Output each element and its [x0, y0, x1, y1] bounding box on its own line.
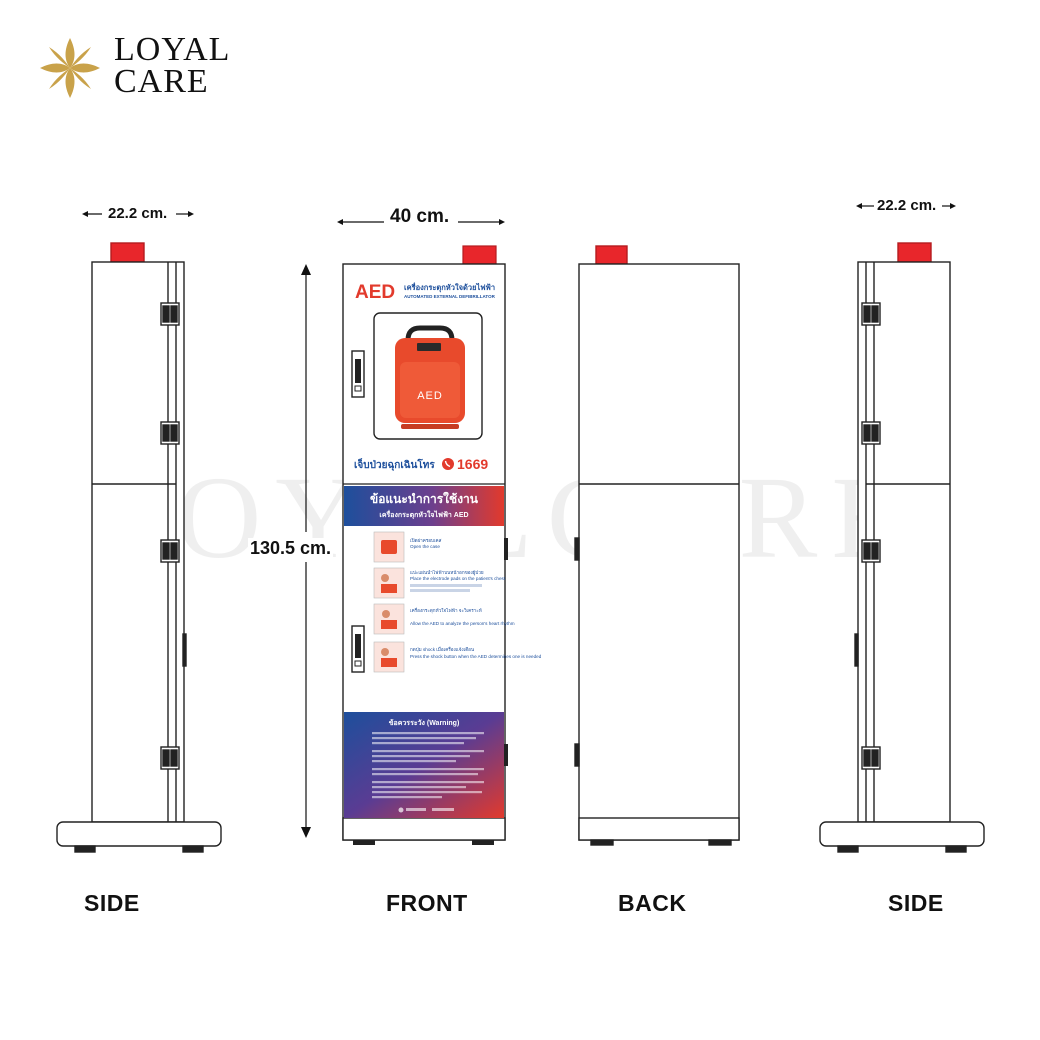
- dimension-arrows: [82, 203, 956, 838]
- brand-name: LOYAL CARE: [114, 31, 231, 100]
- emergency-number: 1669: [457, 456, 488, 472]
- alarm-light-front: [462, 245, 497, 265]
- phone-icon: [442, 458, 454, 470]
- aed-thai-title: เครื่องกระตุกหัวใจด้วยไฟฟ้า: [404, 281, 495, 292]
- alarm-light-back: [595, 245, 628, 265]
- step-3: เครื่องกระตุกหัวใจไฟฟ้า จะวิเคราะห์ Allo…: [373, 603, 515, 635]
- label-side-right: SIDE: [888, 890, 944, 916]
- warning-text-lines: [372, 732, 484, 799]
- label-back: BACK: [618, 890, 687, 916]
- brand-name-line1: LOYAL: [114, 31, 231, 68]
- dim-front-height: 130.5 cm.: [248, 538, 334, 559]
- step-3-thai: เครื่องกระตุกหัวใจไฟฟ้า จะวิเคราะห์: [410, 607, 482, 614]
- brand-name-line2: CARE: [114, 63, 209, 100]
- dim-front-width: 40 cm.: [390, 206, 450, 227]
- lotus-icon: [40, 38, 100, 98]
- step-2-en: Place the electrode pads on the patient'…: [410, 576, 506, 581]
- step-1-en: Open the case: [410, 544, 440, 549]
- warning-panel: [344, 712, 504, 818]
- dim-side-right-width: 22.2 cm.: [877, 197, 937, 214]
- instructions-title: ข้อแนะนำการใช้งาน: [370, 491, 479, 506]
- instructions-banner: [344, 486, 504, 526]
- step-4: กดปุ่ม shock เมื่อเครื่องแจ้งเตือน Press…: [373, 641, 542, 673]
- side-view-left: [56, 242, 222, 853]
- device-label: AED: [417, 390, 443, 402]
- step-1: เปิดฝาครอบเคส Open the case: [373, 531, 442, 563]
- dim-side-left-width: 22.2 cm.: [108, 205, 168, 222]
- label-side-left: SIDE: [84, 890, 140, 916]
- label-front: FRONT: [386, 890, 468, 916]
- instruction-steps: เปิดฝาครอบเคส Open the case แปะแผ่นนำไฟฟ…: [373, 531, 542, 673]
- step-2-thai: แปะแผ่นนำไฟฟ้าบนหน้าอกของผู้ป่วย: [410, 569, 484, 576]
- step-3-en: Allow the AED to analyze the person's he…: [410, 621, 515, 626]
- back-view: [574, 245, 740, 846]
- alarm-light-right: [897, 242, 932, 263]
- side-view-right: [819, 242, 985, 853]
- warning-title: ข้อควรระวัง (Warning): [389, 718, 460, 727]
- alarm-light-left: [110, 242, 145, 263]
- instructions-subtitle: เครื่องกระตุกหัวใจไฟฟ้า AED: [379, 509, 468, 519]
- aed-english-title: AUTOMATED EXTERNAL DEFIBRILLATOR: [404, 294, 496, 299]
- aed-title: AED: [355, 282, 395, 303]
- brand-logo: [36, 32, 236, 102]
- front-view: AED เครื่องกระตุกหัวใจด้วยไฟฟ้า AUTOMATE…: [342, 245, 542, 845]
- step-4-en: Press the shock button when the AED dete…: [410, 654, 542, 659]
- step-2: แปะแผ่นนำไฟฟ้าบนหน้าอกของผู้ป่วย Place t…: [373, 567, 506, 599]
- step-1-thai: เปิดฝาครอบเคส: [410, 538, 442, 543]
- device-handle: [405, 325, 455, 341]
- emergency-thai: เจ็บป่วยฉุกเฉินโทร: [354, 457, 435, 471]
- step-4-thai: กดปุ่ม shock เมื่อเครื่องแจ้งเตือน: [410, 646, 475, 653]
